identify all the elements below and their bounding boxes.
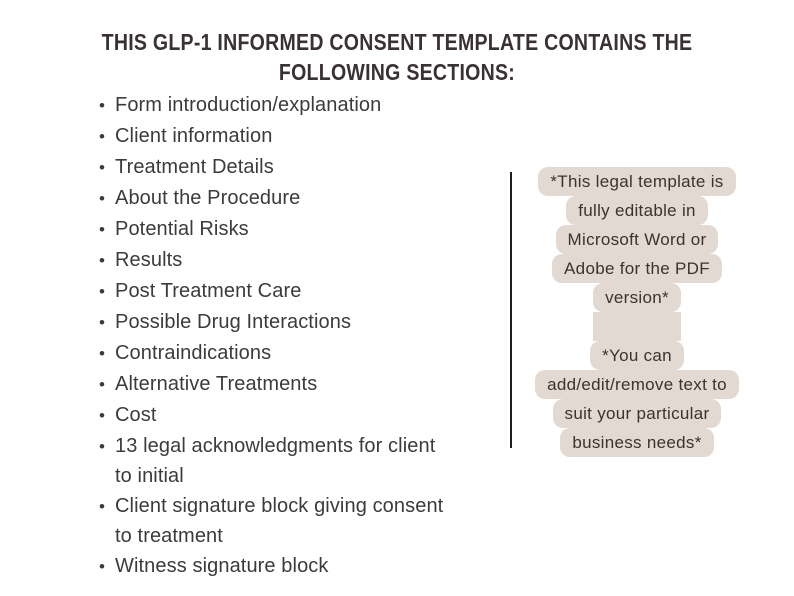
list-item-text: Alternative Treatments <box>115 373 318 395</box>
list-item: Post Treatment Care <box>99 276 499 307</box>
note-line-text: suit your particular <box>552 399 722 428</box>
note-line-text: Adobe for the PDF <box>552 254 722 283</box>
note-line-text: *This legal template is <box>538 167 736 196</box>
note-line: Adobe for the PDF <box>512 254 762 283</box>
bullet-icon <box>99 214 115 245</box>
list-item: Potential Risks <box>99 214 499 245</box>
page-title-line: FOLLOWING SECTIONS: <box>278 59 516 85</box>
bullet-icon <box>99 551 115 582</box>
note-line-text: Microsoft Word or <box>555 225 719 254</box>
list-item: Form introduction/explanation <box>99 90 499 121</box>
list-item-text: Possible Drug Interactions <box>115 311 352 333</box>
note-line-text: business needs* <box>560 428 714 457</box>
bullet-icon <box>99 245 115 276</box>
list-item: Treatment Details <box>99 152 499 183</box>
editability-note: *This legal template is fully editable i… <box>512 167 762 457</box>
bullet-icon <box>99 400 115 431</box>
note-line-text: add/edit/remove text to <box>535 370 739 399</box>
note-line <box>512 312 762 341</box>
list-item-text: Form introduction/explanation <box>115 94 382 116</box>
list-item: Possible Drug Interactions <box>99 307 499 338</box>
list-item-text: Results <box>115 249 183 271</box>
note-line: version* <box>512 283 762 312</box>
note-line-text: *You can <box>590 341 684 370</box>
list-item-text: Cost <box>115 404 157 426</box>
list-item-text: Client signature block giving consent to… <box>115 495 444 547</box>
list-item: Client signature block giving consent to… <box>99 491 499 551</box>
note-line: Microsoft Word or <box>512 225 762 254</box>
bullet-icon <box>99 307 115 338</box>
list-item-text: Contraindications <box>115 342 272 364</box>
sections-list: Form introduction/explanation Client inf… <box>99 90 499 582</box>
list-item: Client information <box>99 121 499 152</box>
bullet-icon <box>99 121 115 152</box>
note-line: suit your particular <box>512 399 762 428</box>
note-line: business needs* <box>512 428 762 457</box>
list-item: Results <box>99 245 499 276</box>
page-title: THIS GLP-1 INFORMED CONSENT TEMPLATE CON… <box>0 27 794 87</box>
bullet-icon <box>99 369 115 400</box>
note-line: fully editable in <box>512 196 762 225</box>
list-item: Alternative Treatments <box>99 369 499 400</box>
list-item: 13 legal acknowledgments for client to i… <box>99 431 499 491</box>
note-line-text: version* <box>593 283 681 312</box>
bullet-icon <box>99 183 115 214</box>
list-item: About the Procedure <box>99 183 499 214</box>
note-line-text <box>593 312 681 341</box>
list-item-text: 13 legal acknowledgments for client to i… <box>115 435 436 487</box>
bullet-icon <box>99 152 115 183</box>
list-item: Cost <box>99 400 499 431</box>
bullet-icon <box>99 491 115 522</box>
note-line: *You can <box>512 341 762 370</box>
list-item: Witness signature block <box>99 551 499 582</box>
note-line: *This legal template is <box>512 167 762 196</box>
list-item-text: Treatment Details <box>115 156 274 178</box>
bullet-icon <box>99 431 115 462</box>
note-line-text: fully editable in <box>566 196 708 225</box>
bullet-icon <box>99 276 115 307</box>
list-item-text: Witness signature block <box>115 555 329 577</box>
note-line: add/edit/remove text to <box>512 370 762 399</box>
vertical-divider <box>510 172 512 448</box>
list-item: Contraindications <box>99 338 499 369</box>
list-item-text: About the Procedure <box>115 187 301 209</box>
page-title-line: THIS GLP-1 INFORMED CONSENT TEMPLATE CON… <box>101 29 693 55</box>
list-item-text: Potential Risks <box>115 218 249 240</box>
bullet-icon <box>99 90 115 121</box>
bullet-icon <box>99 338 115 369</box>
list-item-text: Client information <box>115 125 273 147</box>
list-item-text: Post Treatment Care <box>115 280 302 302</box>
